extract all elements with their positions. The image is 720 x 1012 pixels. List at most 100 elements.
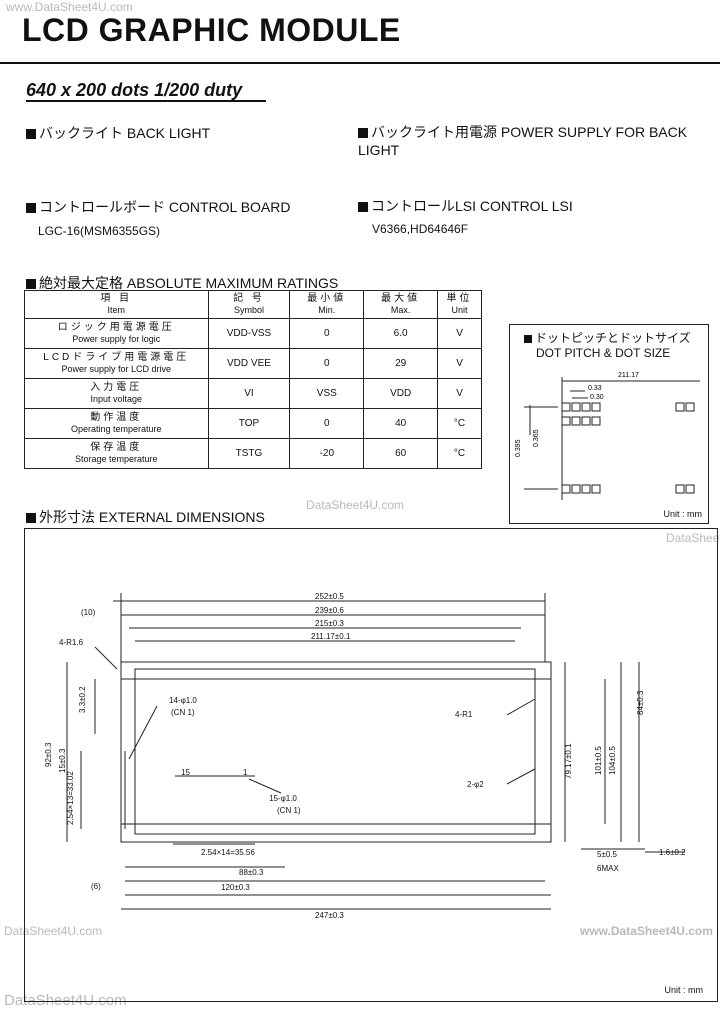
row-min: VSS xyxy=(289,378,365,409)
external-dimensions-drawing: 252±0.5 239±0.6 215±0.3 211.17±0.1 (10) … xyxy=(44,592,686,920)
dim-14-phi: 14-φ1.0 xyxy=(169,696,197,705)
dim-5: 5±0.5 xyxy=(597,850,618,859)
row-min: 0 xyxy=(289,318,365,349)
section-external: 外形寸法 EXTERNAL DIMENSIONS xyxy=(26,507,265,527)
watermark-top: www.DataSheet4U.com xyxy=(6,0,133,14)
dim-6: (6) xyxy=(91,882,101,891)
dim-pitch-label: 0.33 xyxy=(588,385,602,392)
dim-cn1-a: (CN 1) xyxy=(171,708,195,717)
section-power: バックライト用電源 POWER SUPPLY FOR BACK LIGHT xyxy=(358,122,720,158)
section-ratings: 絶対最大定格 ABSOLUTE MAXIMUM RATINGS xyxy=(26,273,338,293)
control-lsi-value: V6366,HD64646F xyxy=(372,222,469,236)
dim-15: 15±0.3 xyxy=(58,748,67,773)
dim-10: (10) xyxy=(81,608,96,617)
row-max: 29 xyxy=(363,348,439,379)
dot-pitch-unit: Unit : mm xyxy=(663,509,702,519)
row-max: 60 xyxy=(363,438,439,469)
row-min: 0 xyxy=(289,348,365,379)
watermark-bottom-right: www.DataSheet4U.com xyxy=(580,924,713,938)
row-unit: V xyxy=(437,348,482,379)
dim-2-54x13: 2.54×13=33.02 xyxy=(66,771,75,825)
drawing-unit: Unit : mm xyxy=(664,985,703,995)
dim-211: 211.17±0.1 xyxy=(311,632,351,641)
section-backlight: バックライト BACK LIGHT xyxy=(26,123,210,143)
bullet-square-icon xyxy=(358,128,368,138)
watermark-bottom-left-2: DataSheet4U.com xyxy=(4,992,127,1009)
section-external-label: 外形寸法 EXTERNAL DIMENSIONS xyxy=(39,509,265,525)
bullet-square-icon xyxy=(26,203,36,213)
pin-15-label: 15 xyxy=(181,768,190,777)
page-title: LCD GRAPHIC MODULE xyxy=(22,12,401,48)
row-max: 40 xyxy=(363,408,439,439)
dim-2phi2: 2-φ2 xyxy=(467,780,484,789)
bullet-square-icon xyxy=(524,335,532,343)
dim-252: 252±0.5 xyxy=(315,592,344,601)
subtitle-underline xyxy=(26,100,266,102)
bullet-square-icon xyxy=(26,129,36,139)
dim-2-54x14: 2.54×14=35.56 xyxy=(201,848,255,857)
dot-pitch-title-jp: ドットピッチとドットサイズ xyxy=(524,329,691,346)
section-power-label: バックライト用電源 POWER SUPPLY FOR BACK LIGHT xyxy=(358,124,688,158)
row-symbol: VDD-VSS xyxy=(207,318,291,349)
dot-pitch-title-jp-label: ドットピッチとドットサイズ xyxy=(535,331,691,345)
row-min: 0 xyxy=(289,408,365,439)
dim-88: 88±0.3 xyxy=(239,868,264,877)
section-ratings-label: 絶対最大定格 ABSOLUTE MAXIMUM RATINGS xyxy=(39,275,339,291)
section-control-lsi-label: コントロールLSI CONTROL LSI xyxy=(371,198,573,214)
dim-dot-label: 0.30 xyxy=(590,394,604,401)
watermark-bottom-left-1: DataSheet4U.com xyxy=(4,924,103,938)
bullet-square-icon xyxy=(26,279,36,289)
dim-104: 104±0.5 xyxy=(608,746,617,775)
dim-84: 84±0.3 xyxy=(636,690,645,715)
section-control-lsi: コントロールLSI CONTROL LSI xyxy=(358,196,573,216)
dim-247: 247±0.3 xyxy=(315,911,344,920)
watermark-right: DataSheet xyxy=(666,531,720,545)
dim-6max: 6MAX xyxy=(597,864,619,873)
dim-1-6: 1.6±0.2 xyxy=(659,848,686,857)
dim-vert-2-label: 0.365 xyxy=(533,429,540,447)
dot-pitch-diagram: 211.17 0.33 0.30 0.395 0.365 xyxy=(515,372,700,500)
external-dimensions-panel: 252±0.5 239±0.6 215±0.3 211.17±0.1 (10) … xyxy=(24,528,718,1002)
control-board-value: LGC-16(MSM6355GS) xyxy=(38,224,161,238)
dim-4r1: 4-R1 xyxy=(455,710,473,719)
title-rule xyxy=(0,62,720,64)
row-unit: V xyxy=(437,318,482,349)
dim-79: 79.17±0.1 xyxy=(564,743,573,779)
dot-pitch-title-en: DOT PITCH & DOT SIZE xyxy=(536,346,671,360)
dim-239: 239±0.6 xyxy=(315,606,344,615)
row-unit: °C xyxy=(437,438,482,469)
dim-cn1-b: (CN 1) xyxy=(277,806,301,815)
dim-92: 92±0.3 xyxy=(44,742,53,767)
row-max: VDD xyxy=(363,378,439,409)
row-symbol: TSTG xyxy=(207,438,291,469)
dim-215: 215±0.3 xyxy=(315,619,344,628)
section-control-board-label: コントロールボード CONTROL BOARD xyxy=(39,199,291,215)
pin-1-label: 1 xyxy=(243,768,248,777)
page-subtitle: 640 x 200 dots 1/200 duty xyxy=(26,80,243,100)
dim-120: 120±0.3 xyxy=(221,883,250,892)
row-min: -20 xyxy=(289,438,365,469)
row-unit: °C xyxy=(437,408,482,439)
row-max: 6.0 xyxy=(363,318,439,349)
dot-pitch-panel: ドットピッチとドットサイズ DOT PITCH & DOT SIZE 211.1… xyxy=(509,324,709,524)
bullet-square-icon xyxy=(358,202,368,212)
dim-3-3: 3.3±0.2 xyxy=(78,686,87,713)
watermark-mid: DataSheet4U.com xyxy=(306,498,405,512)
row-symbol: VI xyxy=(207,378,291,409)
